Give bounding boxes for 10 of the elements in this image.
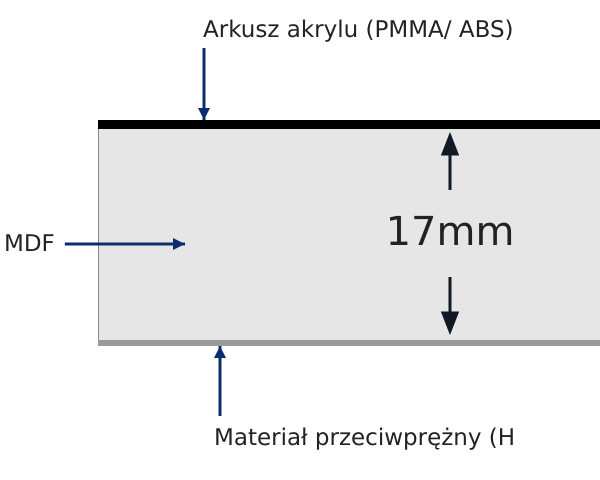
backing-layer [98, 340, 600, 346]
leader-arrow [64, 238, 185, 250]
leader-arrow [214, 346, 226, 416]
dimension-label: 17mm [384, 208, 516, 257]
part-label: Materiał przeciwprężny (H [214, 424, 516, 452]
part-label: MDF [4, 230, 55, 258]
part-label: Arkusz akrylu (PMMA/ ABS) [203, 16, 514, 44]
leader-arrow [198, 48, 210, 120]
acrylic-layer [98, 120, 600, 129]
mdf-core [98, 129, 600, 340]
